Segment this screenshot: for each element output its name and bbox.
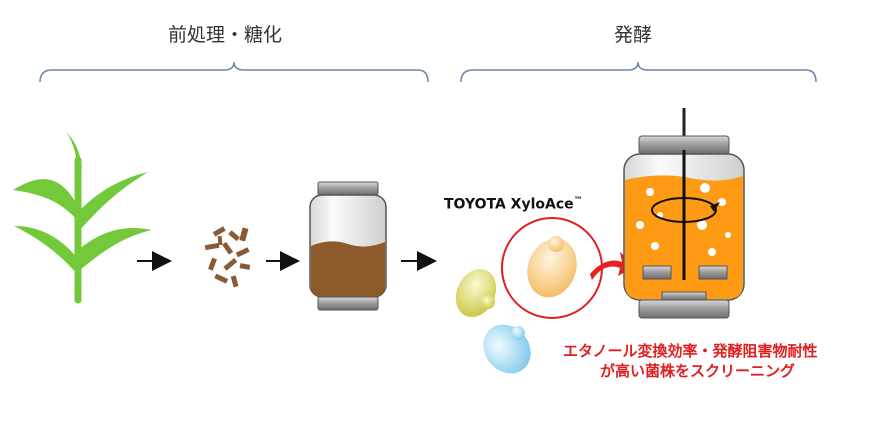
- plant-icon: [13, 132, 152, 304]
- stirrer-rotation-icon: [651, 197, 717, 223]
- fermentation-stage-label: 発酵: [614, 24, 653, 46]
- wood-chips-icon: [204, 226, 251, 288]
- pretreatment-stage-label: 前処理・糖化: [168, 24, 283, 46]
- yeast-cell-green: [455, 268, 497, 318]
- yeast-cell-icon: [527, 236, 577, 298]
- yeast-cell-blue: [483, 324, 531, 374]
- pretreatment-bracket: [39, 61, 429, 83]
- screening-note-line1: エタノール変換効率・発酵阻害物耐性: [563, 342, 818, 360]
- saccharification-jar-icon: [309, 181, 387, 311]
- fermentation-bracket: [460, 61, 817, 83]
- fermenter-tank-icon: [623, 108, 745, 319]
- screening-note-line2: が高い菌株をスクリーニング: [600, 362, 796, 380]
- yeast-brand-label: TOYOTA XyloAce™: [444, 196, 583, 213]
